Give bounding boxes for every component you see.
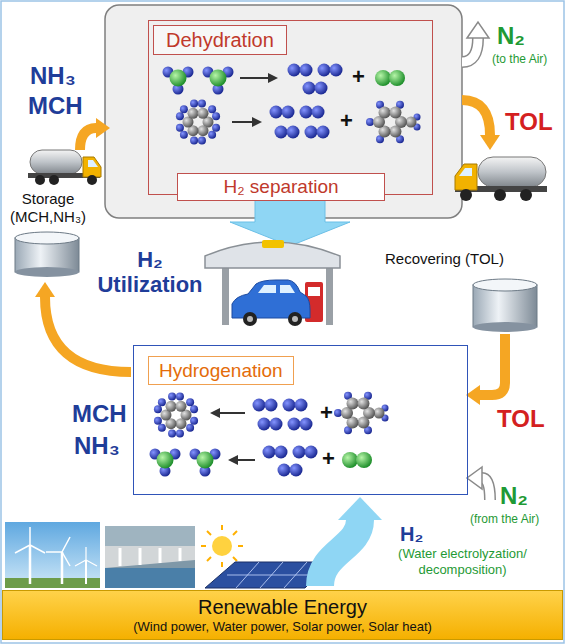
plus-sign: + — [340, 108, 353, 133]
gas-label: N₂ — [497, 22, 525, 50]
process-label: H₂ separation — [178, 174, 384, 199]
chemical-label: TOL — [497, 405, 545, 433]
chemical-label: NH₃ — [30, 62, 76, 90]
nitrogen-arrow — [467, 467, 490, 500]
transport-arrow — [80, 118, 110, 150]
chemical-label: TOL — [505, 108, 553, 136]
place-label: Recovering (TOL) — [385, 250, 504, 268]
storage-tank — [15, 232, 79, 277]
label-holder: + — [322, 446, 335, 471]
plus-sign: + — [320, 400, 333, 425]
separation-box: H₂ separation — [177, 173, 385, 201]
utilization-label: H₂ Utilization — [90, 247, 210, 297]
tanker-truck — [28, 150, 101, 185]
label-holder: Recovering (TOL) — [385, 250, 504, 268]
label-holder: NH₃ — [30, 62, 76, 90]
label-holder: (from the Air) — [470, 512, 539, 526]
plus-sign: + — [352, 64, 365, 89]
label-holder: MCH — [72, 400, 127, 428]
gas-station — [205, 240, 340, 326]
water-power-picture — [105, 526, 195, 588]
chemical-label: MCH — [72, 400, 127, 428]
source-label: H₂ — [400, 522, 423, 546]
label-holder: (to the Air) — [492, 52, 547, 66]
gas-note: (to the Air) — [492, 52, 547, 66]
tanker-truck — [455, 157, 547, 201]
band-title: Renewable Energy — [198, 596, 367, 619]
dehydration-reaction — [163, 64, 421, 145]
source-note: (Water electrolyzation/ decomposition) — [380, 546, 545, 578]
label-holder: + — [352, 64, 365, 89]
label-holder: N₂ — [497, 22, 525, 50]
process-box: DehydrationH₂ separation — [148, 20, 433, 195]
label-holder: NH₃ — [74, 432, 120, 460]
process-heading: Dehydration — [153, 25, 287, 55]
label-holder: Storage (MCH,NH₃) — [2, 190, 94, 226]
label-holder: N₂ — [500, 482, 528, 510]
transport-arrow — [466, 334, 505, 405]
label-holder: TOL — [497, 405, 545, 433]
chemical-label: NH₃ — [74, 432, 120, 460]
label-holder: H₂ Utilization — [90, 247, 210, 297]
hydrogen-arrow — [230, 200, 350, 246]
place-label: Storage (MCH,NH₃) — [2, 190, 94, 226]
label-holder: MCH — [28, 92, 83, 120]
plus-sign: + — [322, 446, 335, 471]
label-holder: (Water electrolyzation/ decomposition) — [380, 546, 545, 578]
hydrogenation-reaction — [150, 392, 389, 477]
label-holder: + — [340, 108, 353, 133]
gas-label: N₂ — [500, 482, 528, 510]
wind-power-picture — [5, 522, 100, 588]
label-holder: + — [320, 400, 333, 425]
storage-tank — [473, 279, 537, 332]
hydrogen-arrow — [320, 497, 382, 586]
chemical-label: MCH — [28, 92, 83, 120]
nitrogen-arrow — [462, 22, 489, 62]
band-subtitle: (Wind power, Water power, Solar power, S… — [133, 619, 432, 635]
process-box: Hydrogenation — [133, 345, 468, 495]
gas-note: (from the Air) — [470, 512, 539, 526]
label-holder: H₂ — [400, 522, 423, 546]
energy-band: Renewable Energy(Wind power, Water power… — [2, 590, 563, 640]
plant-panel — [105, 5, 462, 218]
process-heading: Hydrogenation — [148, 356, 294, 385]
label-holder: TOL — [505, 108, 553, 136]
transport-arrow — [462, 100, 500, 150]
